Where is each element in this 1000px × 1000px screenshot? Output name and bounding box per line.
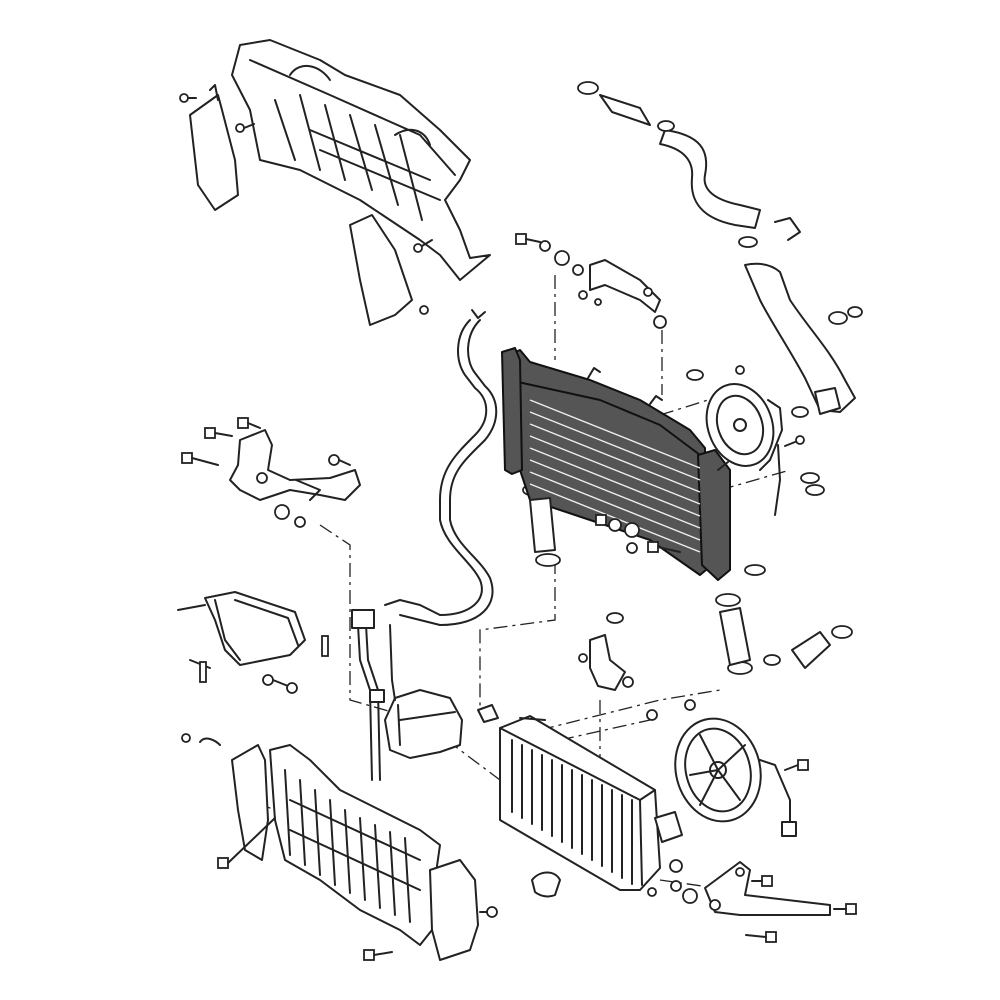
hose-clamps [522, 81, 863, 675]
bolt-upper-4 [419, 305, 429, 315]
lower-radiator-shroud[interactable] [269, 744, 441, 946]
bolt-upper-1 [179, 93, 197, 103]
bolt-lower-shroud [181, 733, 498, 961]
upper-mount-bracket[interactable] [578, 259, 661, 313]
bolt-duct [262, 674, 298, 694]
coolant-pipe[interactable] [384, 309, 498, 626]
upper-radiator[interactable] [501, 347, 731, 581]
bolt-left-bracket [181, 417, 351, 528]
bolt-lower-bracket [647, 859, 857, 943]
upper-side-bracket[interactable] [578, 612, 634, 691]
lower-radiator-grommet[interactable] [531, 871, 561, 898]
bolt-fan-upper [686, 365, 805, 447]
lower-cover-panel[interactable] [429, 859, 479, 961]
bolt-upper-3 [413, 239, 433, 253]
upper-cover-panel[interactable] [349, 214, 413, 326]
upper-side-cover[interactable] [189, 84, 239, 211]
upper-hose[interactable] [477, 497, 831, 723]
upper-radiator-fan[interactable] [696, 375, 785, 516]
lower-radiator[interactable] [499, 715, 683, 891]
left-side-bracket[interactable] [229, 429, 361, 501]
reserve-tank[interactable] [384, 689, 463, 759]
upper-radiator-shroud[interactable] [231, 39, 491, 281]
air-duct[interactable] [177, 591, 329, 683]
lower-radiator-fan[interactable] [664, 709, 797, 837]
right-upper-hose[interactable] [599, 94, 856, 415]
lower-side-cover[interactable] [231, 744, 269, 861]
bolt-fan-lower [646, 699, 809, 771]
bolt-upper-2 [235, 123, 255, 133]
bolt-bracket-row [515, 233, 667, 329]
reserve-hose[interactable] [351, 609, 396, 781]
bolt-radiator-upper-lower [595, 514, 681, 554]
lower-mount-bracket[interactable] [704, 861, 831, 916]
